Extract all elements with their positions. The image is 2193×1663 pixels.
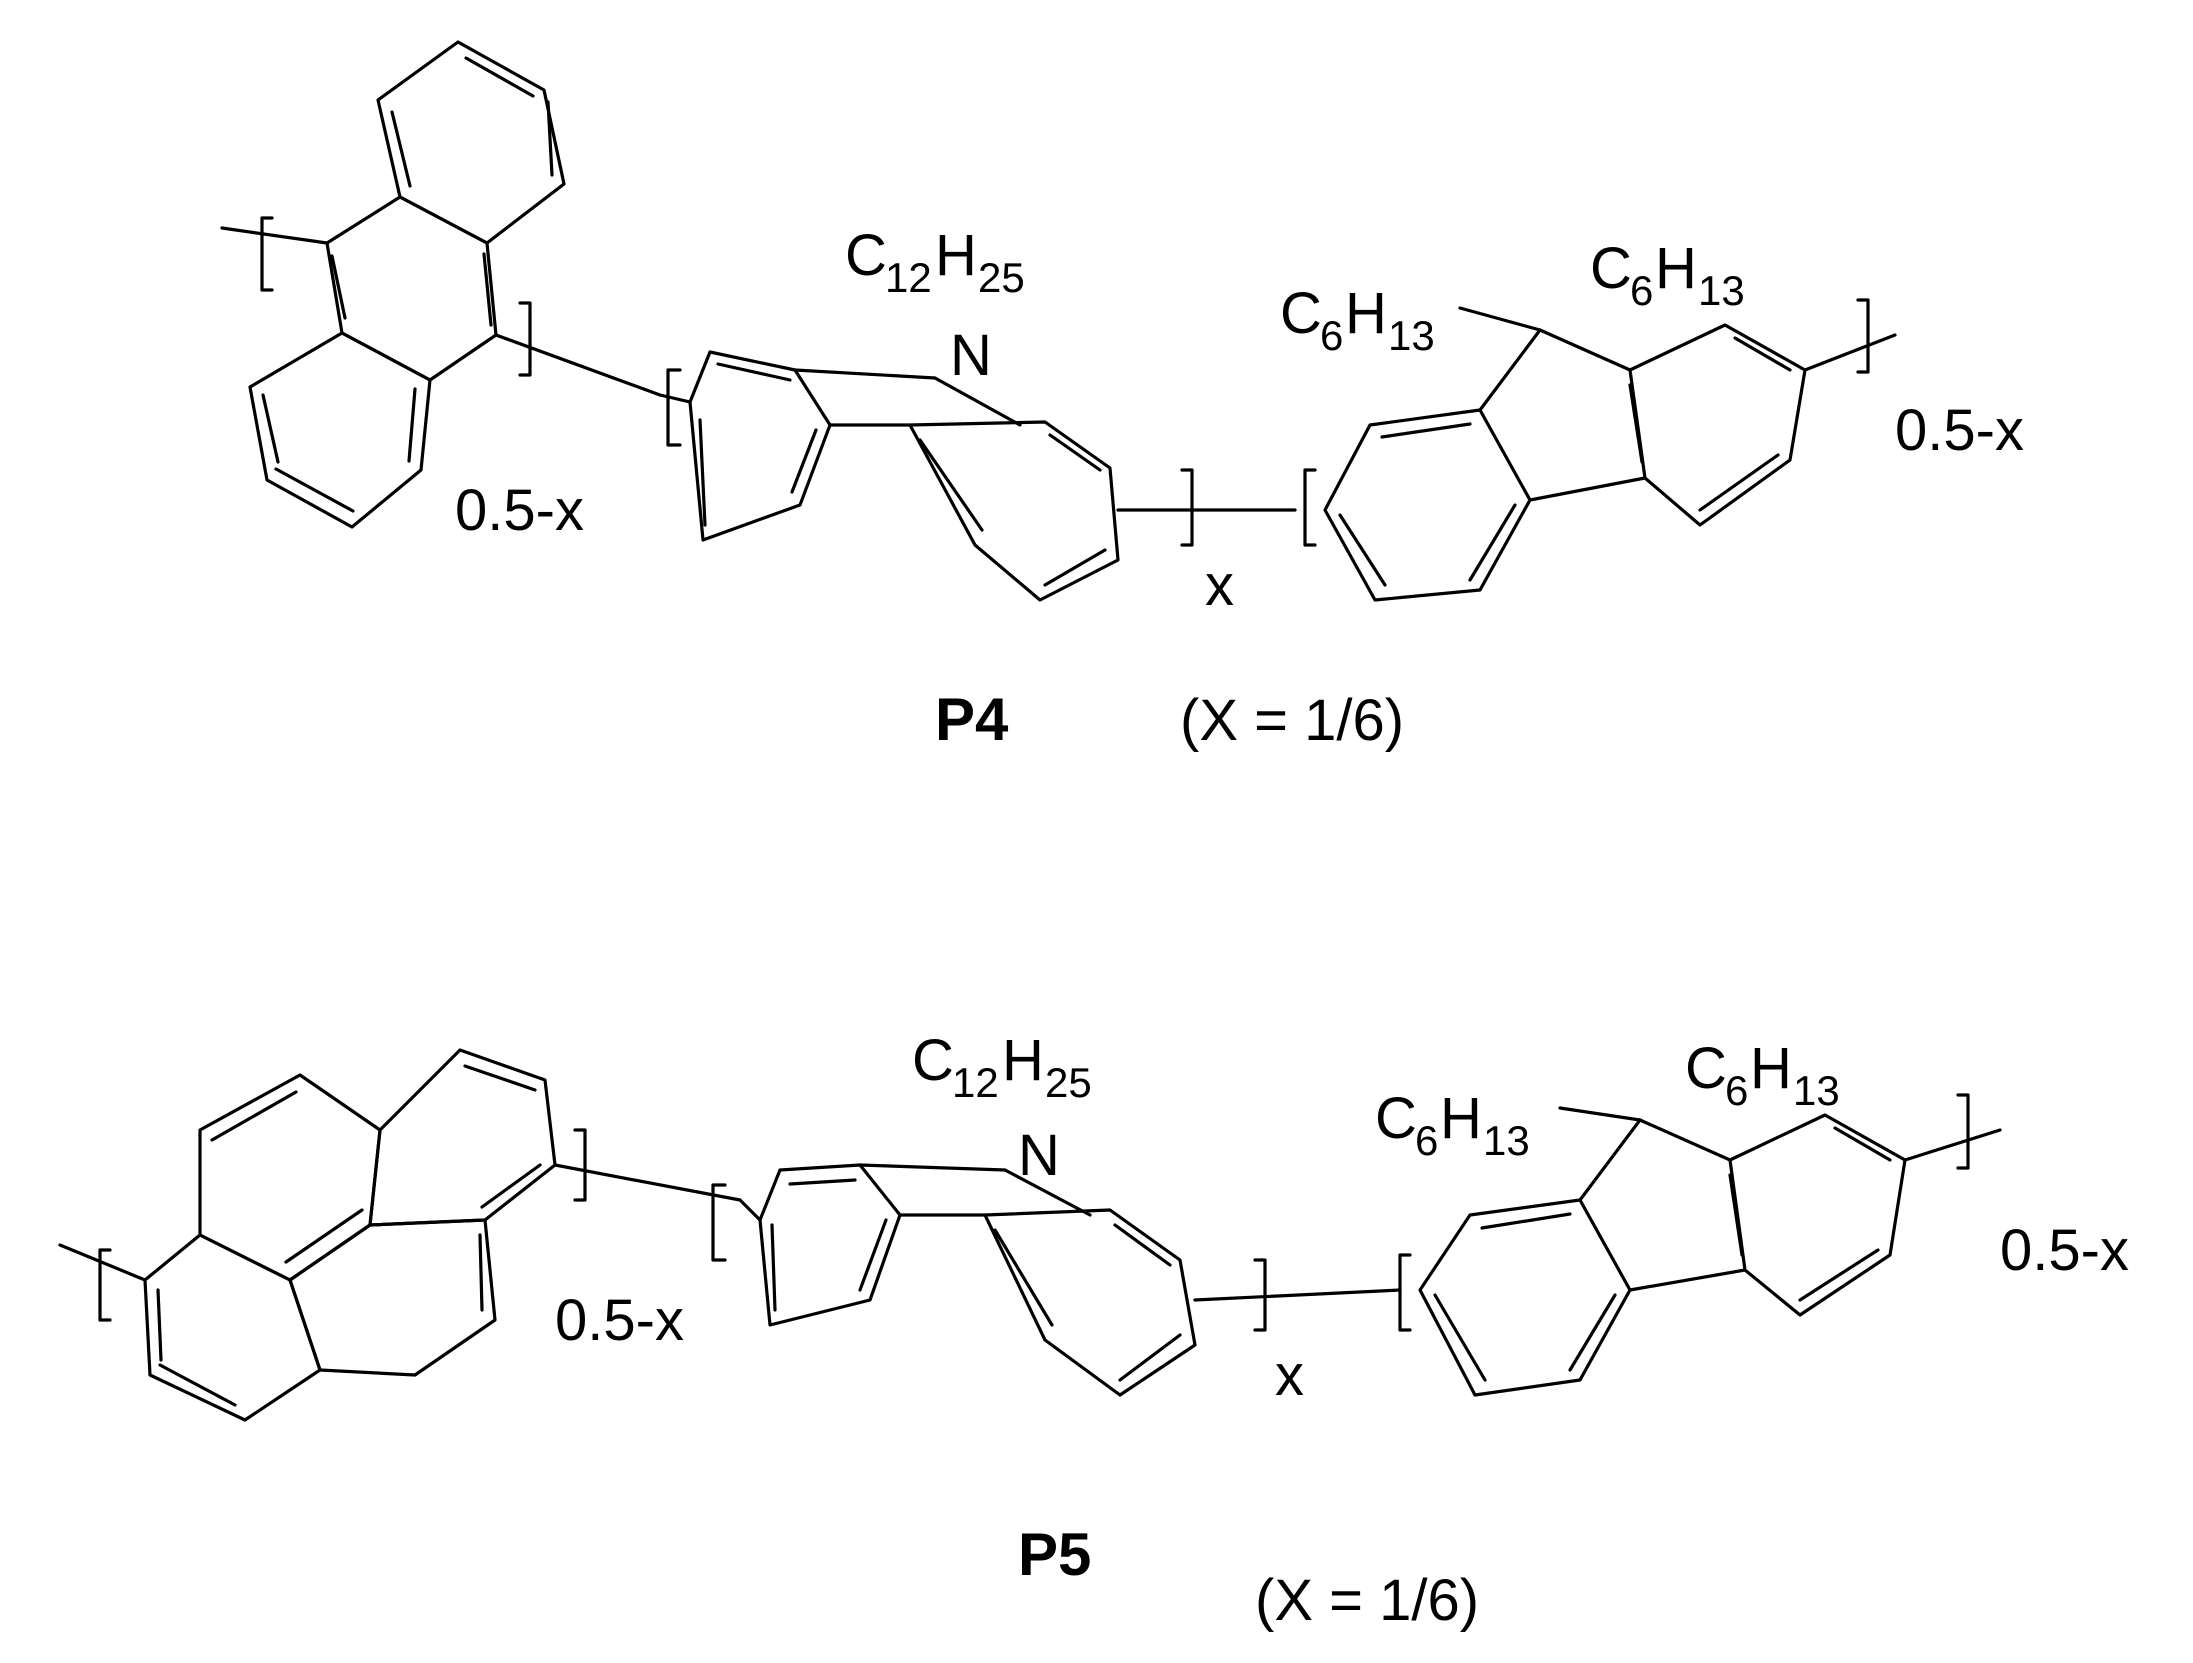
p4-subscript-middle: x xyxy=(1205,553,1234,618)
svg-text:12: 12 xyxy=(952,1059,999,1106)
p4-condition-label: (X = 1/6) xyxy=(1180,688,1404,753)
structure-p4: N C 12 H 25 C 6 H 13 C 6 H 13 0.5-x x 0.… xyxy=(220,40,2024,753)
svg-text:6: 6 xyxy=(1415,1117,1438,1164)
p5-fluorene-right-alkyl-label: C 6 H 13 xyxy=(1685,1036,1840,1114)
p5-subscript-last: 0.5-x xyxy=(2000,1218,2129,1283)
svg-text:C: C xyxy=(1590,236,1632,301)
svg-text:C: C xyxy=(1685,1036,1727,1101)
svg-text:H: H xyxy=(1440,1086,1482,1151)
svg-text:12: 12 xyxy=(885,254,932,301)
svg-text:6: 6 xyxy=(1725,1067,1748,1114)
svg-text:H: H xyxy=(1002,1028,1044,1093)
p5-pyrene-unit xyxy=(58,1048,742,1422)
svg-text:C: C xyxy=(845,223,887,288)
p4-fluorene-right-alkyl-label: C 6 H 13 xyxy=(1590,236,1745,314)
p5-carbazole-unit xyxy=(711,1163,1402,1397)
svg-text:C: C xyxy=(1375,1086,1417,1151)
svg-text:25: 25 xyxy=(978,254,1025,301)
svg-text:6: 6 xyxy=(1630,267,1653,314)
svg-text:C: C xyxy=(1280,281,1322,346)
p4-nitrogen-label: N xyxy=(950,323,992,388)
p5-nitrogen-label: N xyxy=(1018,1123,1060,1188)
p5-fluorene-left-alkyl-label: C 6 H 13 xyxy=(1375,1086,1530,1164)
svg-text:25: 25 xyxy=(1045,1059,1092,1106)
p5-subscript-first: 0.5-x xyxy=(555,1288,684,1353)
p4-n-alkyl-label: C 12 H 25 xyxy=(845,223,1025,301)
p4-anthracene-unit xyxy=(220,40,662,529)
svg-text:H: H xyxy=(1655,236,1697,301)
p4-carbazole-unit xyxy=(658,350,1297,602)
p5-n-alkyl-label: C 12 H 25 xyxy=(912,1028,1092,1106)
svg-text:H: H xyxy=(1345,281,1387,346)
p4-compound-label: P4 xyxy=(935,686,1009,753)
svg-text:13: 13 xyxy=(1698,267,1745,314)
p5-fluorene-unit xyxy=(1398,1093,2002,1397)
p5-condition-label: (X = 1/6) xyxy=(1255,1568,1479,1633)
svg-text:13: 13 xyxy=(1483,1117,1530,1164)
svg-text:C: C xyxy=(912,1028,954,1093)
p4-fluorene-unit xyxy=(1303,298,1897,602)
p4-subscript-last: 0.5-x xyxy=(1895,398,2024,463)
p5-compound-label: P5 xyxy=(1018,1521,1091,1588)
svg-text:6: 6 xyxy=(1320,312,1343,359)
p4-fluorene-left-alkyl-label: C 6 H 13 xyxy=(1280,281,1435,359)
svg-text:13: 13 xyxy=(1388,312,1435,359)
structure-p5: N C 12 H 25 C 6 H 13 C 6 H 13 0.5-x x 0.… xyxy=(58,1028,2129,1633)
p5-subscript-middle: x xyxy=(1275,1343,1304,1408)
svg-text:H: H xyxy=(1750,1036,1792,1101)
p4-subscript-first: 0.5-x xyxy=(455,478,584,543)
svg-text:13: 13 xyxy=(1793,1067,1840,1114)
svg-text:H: H xyxy=(935,223,977,288)
